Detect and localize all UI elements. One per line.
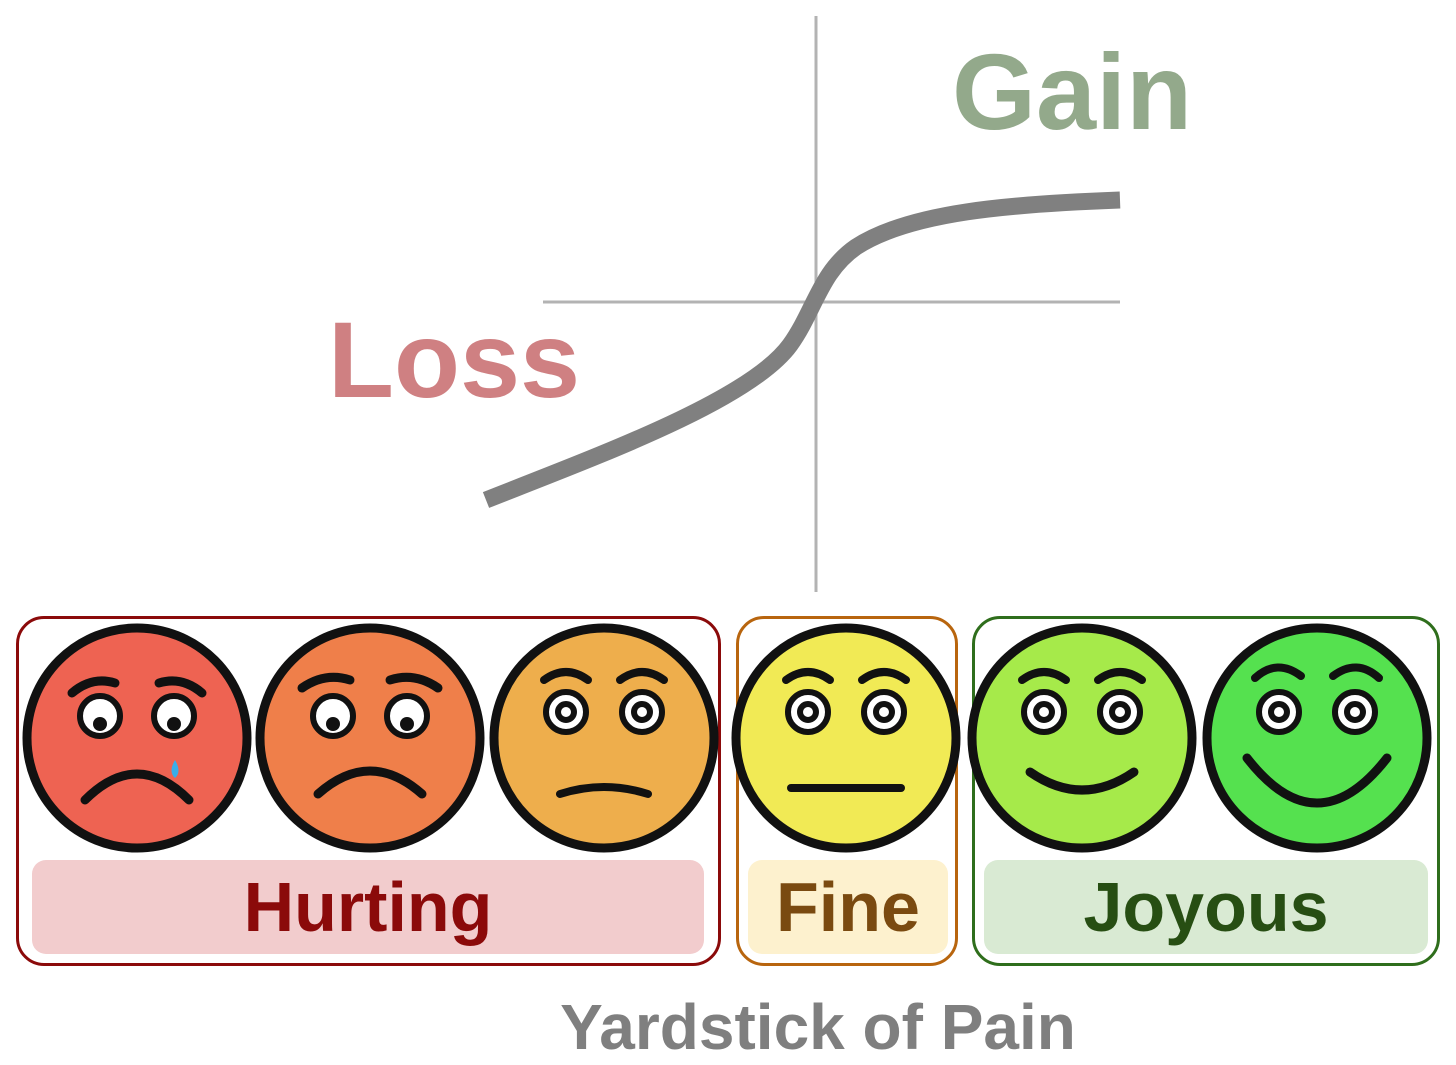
value-function-diagram	[482, 16, 1121, 592]
gain-label: Gain	[952, 31, 1193, 152]
crying-face-icon	[22, 623, 252, 853]
loss-label: Loss	[328, 299, 581, 420]
hurting-label: Hurting	[32, 860, 704, 954]
joyous-group-frame	[972, 616, 1440, 966]
joyous-label: Joyous	[984, 860, 1428, 954]
yardstick-caption: Yardstick of Pain	[560, 991, 1076, 1063]
fine-group-frame	[736, 616, 958, 966]
smiling-face-icon	[967, 623, 1197, 853]
hurting-group-frame	[16, 616, 721, 966]
grinning-face-icon	[1202, 623, 1432, 853]
fine-label: Fine	[748, 860, 948, 954]
value-curve	[482, 191, 1121, 508]
pain-scale-faces	[22, 623, 1432, 853]
sad-face-icon	[255, 623, 485, 853]
neutral-face-icon	[731, 623, 961, 853]
uneasy-face-icon	[489, 623, 719, 853]
